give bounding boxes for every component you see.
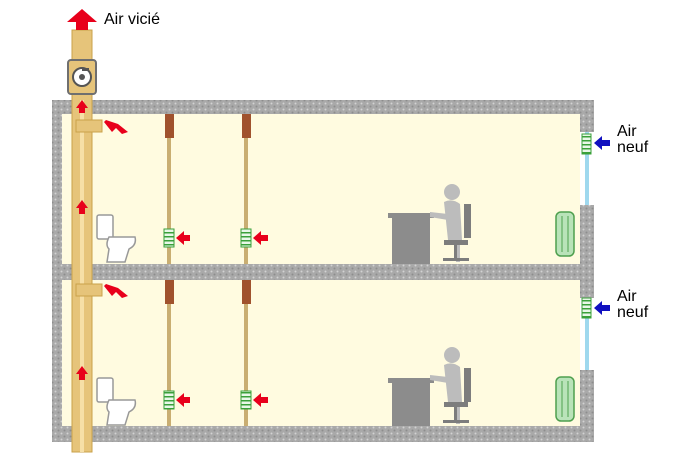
chair-icon: [443, 204, 471, 261]
room-upper: [62, 114, 580, 264]
vent-grille-icon: [163, 390, 175, 410]
arrow-icon: [104, 284, 128, 298]
room-lower: [62, 280, 580, 426]
exhaust-air-label: Air vicié: [104, 11, 161, 28]
radiator-icon: [555, 211, 575, 257]
window-lower: [585, 298, 589, 370]
arrow-icon: [104, 120, 128, 134]
fresh-air-label-upper-line2: neuf: [617, 139, 649, 156]
arrow-icon: [76, 100, 88, 113]
fresh-air-label-upper-line1: Air: [617, 123, 637, 140]
vent-grille-icon: [240, 228, 252, 248]
vent-grille-icon: [581, 297, 592, 319]
arrow-icon: [67, 9, 97, 30]
duct-branch-upper: [75, 119, 103, 133]
building-walls: [52, 100, 594, 442]
arrow-icon: [594, 136, 610, 150]
duct-branch-lower: [75, 283, 103, 297]
desk-icon: [388, 213, 434, 264]
window-upper: [585, 132, 589, 205]
vent-grille-icon: [240, 390, 252, 410]
vent-grille-icon: [163, 228, 175, 248]
arrow-icon: [176, 393, 190, 407]
desk-icon: [388, 378, 434, 426]
arrow-icon: [253, 393, 268, 407]
arrow-icon: [76, 200, 88, 214]
chair-icon: [443, 368, 471, 423]
arrow-icon: [76, 366, 88, 380]
arrow-icon: [253, 231, 268, 245]
toilet-icon: [96, 377, 137, 426]
vertical-pipes: [165, 114, 251, 426]
vent-grille-icon: [581, 133, 592, 155]
radiator-icon: [555, 376, 575, 422]
fresh-air-label-lower-line2: neuf: [617, 304, 649, 321]
fan-icon: [67, 59, 97, 95]
fresh-air-label-lower-line1: Air: [617, 288, 637, 305]
toilet-icon: [96, 214, 137, 263]
arrow-icon: [594, 301, 610, 315]
arrow-icon: [176, 231, 190, 245]
